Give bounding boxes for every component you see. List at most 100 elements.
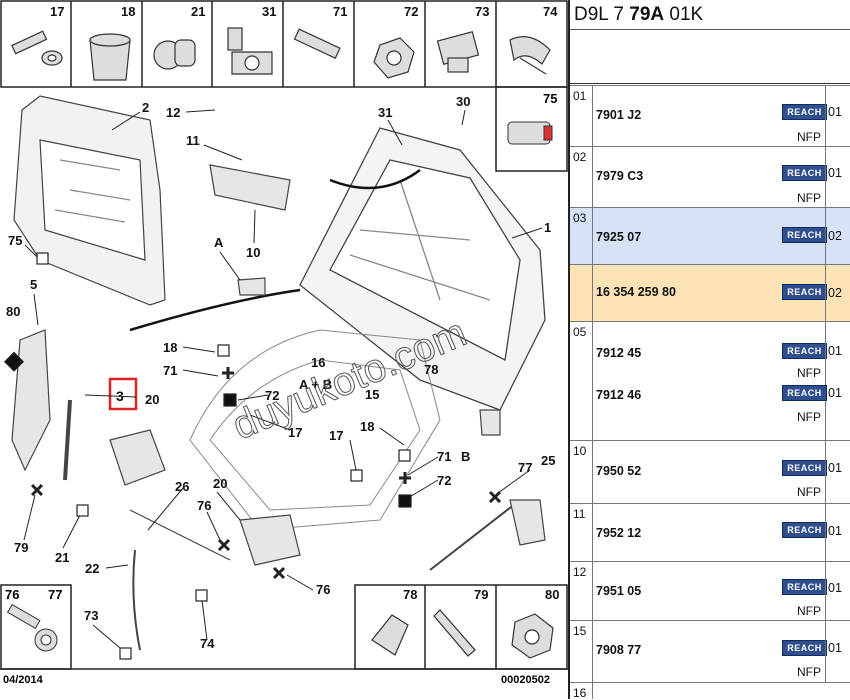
callout-30[interactable]: 30: [456, 94, 470, 109]
callout-1[interactable]: 1: [544, 220, 551, 235]
part-qty-2: 01: [828, 386, 842, 400]
callout-20a[interactable]: 20: [145, 392, 159, 407]
callout-79[interactable]: 79: [14, 540, 28, 555]
selected-callout-box[interactable]: [108, 377, 138, 411]
row-index: 11: [573, 507, 586, 521]
thumb-label-31: 31: [262, 4, 276, 19]
callout-5[interactable]: 5: [30, 277, 37, 292]
callout-75[interactable]: 75: [8, 233, 22, 248]
parts-row-05[interactable]: 05 7912 45 REACH 01 NFP 7912 46 REACH 01…: [570, 321, 850, 440]
bracket-b: [479, 409, 501, 436]
latch-part: [109, 429, 166, 486]
callout-25[interactable]: 25: [541, 453, 555, 468]
row-index: 01: [573, 89, 587, 103]
callout-15[interactable]: 15: [365, 387, 379, 402]
part-ref[interactable]: 7951 05: [596, 584, 642, 598]
rubber-stop-icon: [89, 33, 131, 81]
part-qty: 01: [828, 166, 842, 180]
hinge-part: [11, 329, 51, 472]
part-ref[interactable]: 16 354 259 80: [596, 285, 676, 299]
callout-11[interactable]: 11: [186, 133, 200, 148]
thumb-label-72: 72: [404, 4, 418, 19]
row-index: 12: [573, 565, 587, 579]
callout-17a[interactable]: 17: [288, 425, 302, 440]
callout-73[interactable]: 73: [84, 608, 98, 623]
nfp-label: NFP: [797, 604, 821, 618]
cable-clip-icon: [509, 36, 551, 75]
part-ref[interactable]: 7912 45: [596, 346, 642, 360]
callout-71b[interactable]: 71: [437, 449, 451, 464]
reach-badge: REACH: [782, 165, 827, 181]
reach-badge: REACH: [782, 284, 827, 300]
callout-18a[interactable]: 18: [163, 340, 177, 355]
thumb-box-75: [495, 86, 568, 172]
callout-72b[interactable]: 72: [437, 473, 451, 488]
plug-clip-icon: [371, 614, 409, 656]
callout-B[interactable]: B: [461, 449, 470, 464]
callout-22[interactable]: 22: [85, 561, 99, 576]
callout-74[interactable]: 74: [200, 636, 215, 651]
clip-a: [237, 277, 266, 296]
parts-row-12[interactable]: 12 7951 05 REACH 01 NFP: [570, 561, 850, 620]
row-index: 10: [573, 444, 587, 458]
reach-badge: REACH: [782, 522, 827, 538]
callout-A[interactable]: A: [214, 235, 224, 250]
part-ref[interactable]: 7901 J2: [596, 108, 642, 122]
parts-diagram: 17 18 21 31 71 72 73 74: [0, 0, 568, 686]
parts-row-15[interactable]: 15 7908 77 REACH 01 NFP: [570, 620, 850, 682]
push-clip-icon: [153, 39, 196, 70]
callout-16[interactable]: 16: [311, 355, 325, 370]
part-ref-2[interactable]: 7912 46: [596, 388, 642, 402]
part-ref[interactable]: 7952 12: [596, 526, 642, 540]
engine-bay-outline: [189, 329, 441, 531]
part-ref[interactable]: 7925 07: [596, 230, 642, 244]
callout-71a[interactable]: 71: [163, 363, 177, 378]
callout-76b[interactable]: 76: [316, 582, 330, 597]
parts-row-03[interactable]: 03 7925 07 REACH 02: [570, 207, 850, 264]
parts-row-02[interactable]: 02 7979 C3 REACH 01 NFP: [570, 146, 850, 207]
thumbnail-strip: [0, 0, 568, 88]
diagram-ref-code: 00020502: [501, 674, 550, 686]
row-index: 16: [573, 686, 587, 700]
callout-31[interactable]: 31: [378, 105, 392, 120]
callout-10[interactable]: 10: [246, 245, 260, 260]
callout-76a[interactable]: 76: [197, 498, 211, 513]
callout-21[interactable]: 21: [55, 550, 69, 565]
thumb-label-17: 17: [50, 4, 64, 19]
insulation-panel: [13, 95, 166, 306]
bolt-icon: [6, 603, 58, 652]
callout-20b[interactable]: 20: [213, 476, 227, 491]
header-prefix: D9L 7: [574, 4, 630, 25]
part-ref[interactable]: 7950 52: [596, 464, 642, 478]
part-ref[interactable]: 7908 77: [596, 643, 642, 657]
nfp-label: NFP: [797, 130, 821, 144]
callout-77[interactable]: 77: [518, 460, 532, 475]
leader-lines: [23, 109, 543, 649]
callout-17b[interactable]: 17: [329, 428, 343, 443]
screw-bottom-icon: [433, 609, 476, 657]
callout-18b[interactable]: 18: [360, 419, 374, 434]
part-qty: 02: [828, 229, 842, 243]
part-ref[interactable]: 7979 C3: [596, 169, 644, 183]
callout-78[interactable]: 78: [424, 362, 438, 377]
parts-row-highlighted[interactable]: 16 354 259 80 REACH 02: [570, 264, 850, 321]
lock-part: [509, 499, 546, 546]
callout-72a[interactable]: 72: [265, 388, 279, 403]
bonnet-panel: [299, 127, 546, 411]
callout-80[interactable]: 80: [6, 304, 20, 319]
prop-rod: [429, 499, 521, 571]
thumb-label-71: 71: [333, 4, 347, 19]
part-qty: 01: [828, 344, 842, 358]
thumb-label-76: 76: [5, 587, 19, 602]
thumb-label-78: 78: [403, 587, 417, 602]
panel-header: D9L 7 79A 01K: [570, 0, 850, 30]
callout-26[interactable]: 26: [175, 479, 189, 494]
callout-2[interactable]: 2: [142, 100, 149, 115]
callout-12[interactable]: 12: [166, 105, 180, 120]
parts-row-10[interactable]: 10 7950 52 REACH 01 NFP: [570, 440, 850, 503]
parts-row-16[interactable]: 16: [570, 682, 850, 700]
parts-row-11[interactable]: 11 7952 12 REACH 01: [570, 503, 850, 561]
parts-row-01[interactable]: 01 7901 J2 REACH 01 NFP: [570, 85, 850, 146]
harness: [132, 549, 141, 651]
callout-a-plus-b[interactable]: A + B: [299, 377, 332, 392]
